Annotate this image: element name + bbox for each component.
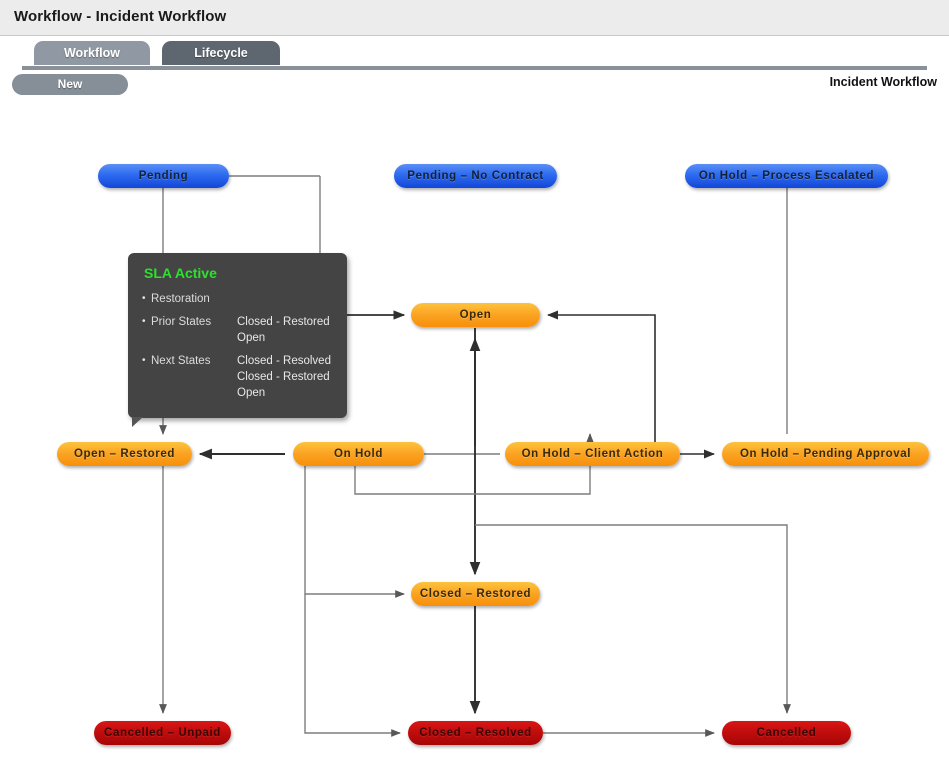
workflow-edges (159, 175, 791, 737)
tooltip-row-key: Prior States (151, 316, 212, 328)
tooltip-row-key: Next States (151, 355, 211, 367)
tooltip-value: Open (237, 332, 266, 344)
workflow-node-pending[interactable]: Pending (98, 164, 229, 188)
workflow-node-on_hold_escalated[interactable]: On Hold – Process Escalated (685, 164, 888, 188)
workflow-node-cancelled_unpaid[interactable]: Cancelled – Unpaid (94, 721, 231, 745)
tab-workflow[interactable]: Workflow (34, 41, 150, 65)
window-titlebar: Workflow - Incident Workflow (0, 0, 949, 36)
tooltip-value: Closed - Resolved (237, 355, 331, 367)
tooltip-title: SLA Active (144, 265, 217, 281)
workflow-node-on_hold[interactable]: On Hold (293, 442, 424, 466)
tab-underline (22, 66, 927, 70)
bullet-icon: • (142, 293, 146, 304)
workflow-node-open[interactable]: Open (411, 303, 540, 327)
new-button[interactable]: New (12, 74, 128, 95)
tooltip-value: Closed - Restored (237, 371, 330, 383)
tab-lifecycle[interactable]: Lifecycle (162, 41, 280, 65)
action-bar: New Incident Workflow (0, 71, 949, 101)
tooltip-value: Open (237, 387, 266, 399)
workflow-node-cancelled[interactable]: Cancelled (722, 721, 851, 745)
workflow-node-on_hold_approval[interactable]: On Hold – Pending Approval (722, 442, 929, 466)
workflow-node-closed_resolved[interactable]: Closed – Resolved (408, 721, 543, 745)
tooltip-row: • Restoration (142, 291, 335, 307)
workflow-node-on_hold_client[interactable]: On Hold – Client Action (505, 442, 680, 466)
tooltip-value: Closed - Restored (237, 316, 330, 328)
workflow-node-open_restored[interactable]: Open – Restored (57, 442, 192, 466)
tooltip-pointer (132, 417, 143, 427)
bullet-icon: • (142, 316, 146, 327)
workflow-node-pending_no_contract[interactable]: Pending – No Contract (394, 164, 557, 188)
tooltip-row-key: Restoration (151, 293, 210, 305)
workflow-node-closed_restored[interactable]: Closed – Restored (411, 582, 540, 606)
workflow-diagram-canvas[interactable]: Pending Pending – No Contract On Hold – Pr… (0, 101, 949, 766)
page-title: Workflow - Incident Workflow (14, 8, 227, 25)
tab-bar: Workflow Lifecycle (0, 37, 949, 71)
bullet-icon: • (142, 355, 146, 366)
workflow-name-label: Incident Workflow (829, 75, 937, 89)
